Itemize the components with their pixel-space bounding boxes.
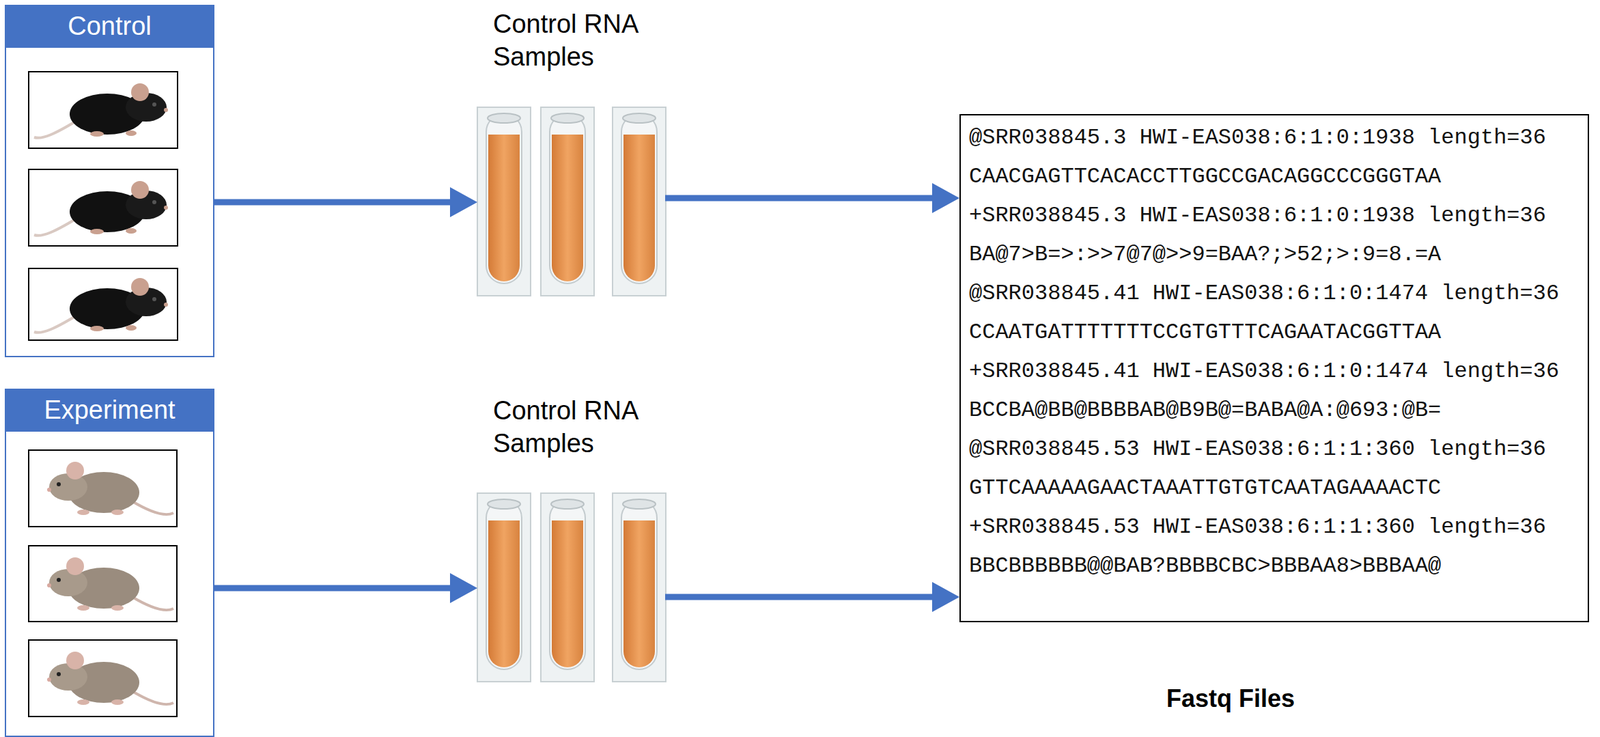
fastq-line: BA@7>B=>:>>7@7@>>9=BAA?;>52;>:9=8.=A [969,234,1580,274]
arrow-head [450,572,478,603]
flow-arrow [214,187,478,218]
rna-tube [477,107,531,296]
black-mouse [34,277,168,333]
fastq-line: BBCBBBBBB@@BAB?BBBBCBC>BBBAA8>BBBAA@ [969,546,1580,586]
rna-tube [540,493,595,682]
arrow-head [450,187,478,218]
group-box: Experiment [4,388,215,737]
black-mouse [34,83,168,138]
rna-tube [612,493,666,682]
fastq-line: CCAATGATTTTTTTCCGTGTTTCAGAATACGGTTAA [969,312,1580,352]
fastq-line: +SRR038845.41 HWI-EAS038:6:1:0:1474 leng… [969,351,1580,391]
sample-tubes: Control RNA Samples [477,394,666,682]
sample-label: Control RNA Samples [493,8,666,74]
group-header: Experiment [4,388,215,432]
sample-tubes: Control RNA Samples [477,8,666,299]
arrow-head [932,581,960,612]
fastq-line: +SRR038845.53 HWI-EAS038:6:1:1:360 lengt… [969,507,1580,547]
grey-mouse [47,557,174,611]
fastq-line: @SRR038845.41 HWI-EAS038:6:1:0:1474 leng… [969,273,1580,313]
fastq-line: @SRR038845.3 HWI-EAS038:6:1:0:1938 lengt… [969,118,1580,158]
arrow-shaft [214,199,452,206]
arrow-shaft [665,594,934,601]
arrow-shaft [665,195,934,202]
fastq-line: +SRR038845.3 HWI-EAS038:6:1:0:1938 lengt… [969,195,1580,235]
fastq-line: @SRR038845.53 HWI-EAS038:6:1:1:360 lengt… [969,429,1580,469]
flow-arrow [214,572,478,603]
fastq-line: BCCBA@BB@BBBBAB@B9B@=BABA@A:@693:@B= [969,390,1580,430]
fastq-line: CAACGAGTTCACACCTTGGCCGACAGGCCCGGGTAA [969,157,1580,196]
group-header: Control [4,4,215,48]
flow-arrow [665,581,960,612]
group-box: Control [4,4,215,358]
rna-tube [612,107,666,296]
fastq-box: @SRR038845.3 HWI-EAS038:6:1:0:1938 lengt… [959,114,1590,623]
rna-tube [540,107,595,296]
grey-mouse [47,461,174,515]
black-mouse [34,180,168,236]
rna-tube [477,493,531,682]
grey-mouse [47,651,174,705]
arrow-shaft [214,585,452,592]
sample-label: Control RNA Samples [493,394,666,460]
flow-arrow [665,183,960,214]
file-caption: Fastq Files [1166,684,1295,713]
arrow-head [932,183,960,214]
fastq-line: GTTCAAAAAGAACTAAATTGTGTCAATAGAAAACTC [969,468,1580,508]
